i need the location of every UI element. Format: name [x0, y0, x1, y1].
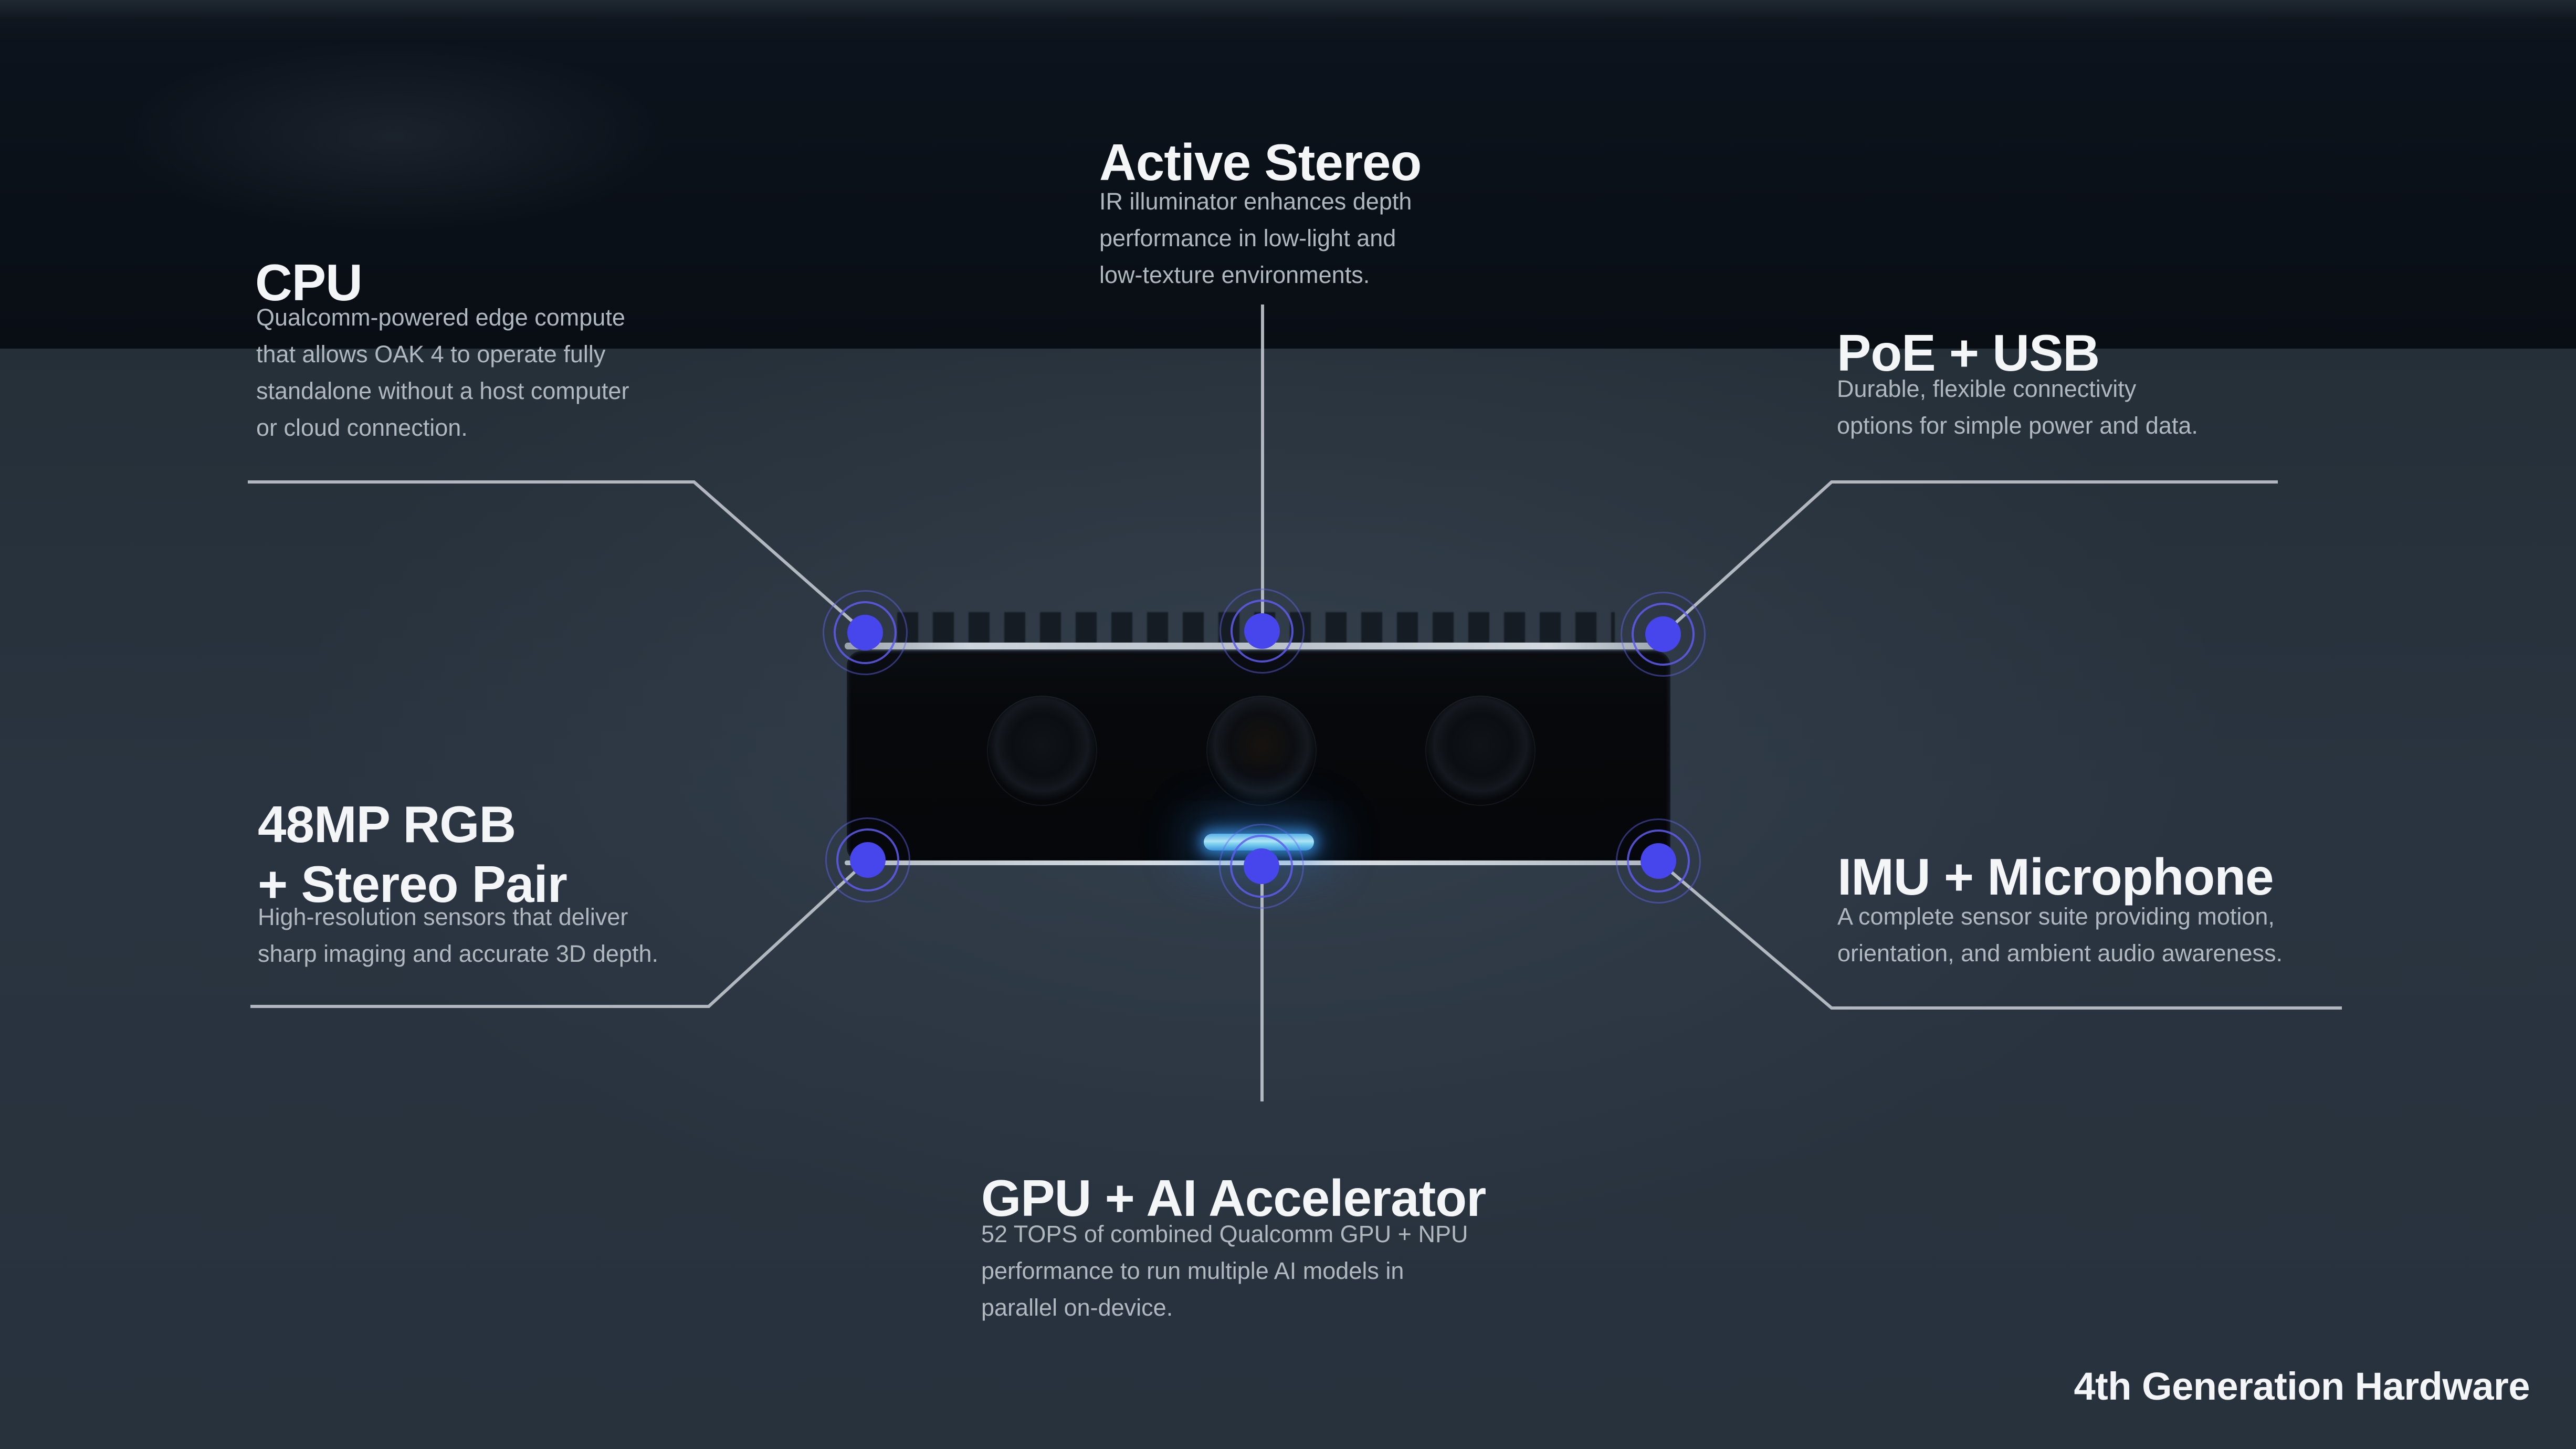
poe-usb-callout-line: [1662, 480, 2278, 636]
rgb-stereo-description: High-resolution sensors that deliver sha…: [258, 899, 658, 972]
hotspot-dot-icon: [850, 842, 886, 878]
right-stereo-camera-lens: [1425, 696, 1536, 806]
cpu-description: Qualcomm-powered edge compute that allow…: [256, 299, 629, 446]
rgb-stereo-title: 48MP RGB + Stereo Pair: [258, 794, 567, 914]
hotspot-dot-icon: [1244, 613, 1280, 649]
hotspot-dot-icon: [847, 615, 883, 650]
hotspot-outer-ring: [1219, 824, 1304, 909]
active-stereo-description-line: low-texture environments.: [1099, 261, 1370, 288]
poe-usb-description-line: options for simple power and data.: [1837, 412, 2198, 439]
cpu-description-line: that allows OAK 4 to operate fully: [256, 341, 606, 368]
hotspot-inner-ring: [1627, 830, 1690, 892]
rgb-stereo-callout-line: [250, 858, 869, 1008]
gpu-ai-description-line: performance to run multiple AI models in: [981, 1257, 1404, 1284]
device-glow: [0, 0, 787, 273]
device-front-panel: [847, 651, 1670, 862]
imu-mic-description: A complete sensor suite providing motion…: [1837, 898, 2283, 972]
left-stereo-camera-lens: [987, 696, 1097, 806]
cpu-description-line: standalone without a host computer: [256, 377, 629, 404]
hotspot-outer-ring: [1219, 589, 1305, 674]
hotspot-outer-ring: [825, 817, 910, 902]
cpu-callout-line: [248, 480, 866, 634]
active-stereo-title: Active Stereo: [1099, 133, 1422, 192]
hotspot-inner-ring: [1231, 600, 1294, 663]
imu-mic-description-line: orientation, and ambient audio awareness…: [1837, 940, 2283, 967]
rgb-stereo-description-line: High-resolution sensors that deliver: [258, 904, 628, 930]
hotspot-outer-ring: [1621, 592, 1706, 677]
center-rgb-camera-lens: [1206, 696, 1317, 806]
gpu-ai-description: 52 TOPS of combined Qualcomm GPU + NPU p…: [981, 1216, 1468, 1326]
hotspot-dot-icon: [1641, 843, 1676, 879]
hotspot-inner-ring: [836, 828, 899, 891]
cpu-description-line: Qualcomm-powered edge compute: [256, 304, 625, 331]
hotspot-inner-ring: [1230, 835, 1293, 898]
poe-usb-description-line: Durable, flexible connectivity: [1837, 375, 2137, 402]
rgb-stereo-title-line: 48MP RGB: [258, 795, 516, 854]
rgb-stereo-title-line: + Stereo Pair: [258, 855, 567, 914]
rgb-stereo-description-line: sharp imaging and accurate 3D depth.: [258, 940, 658, 967]
poe-usb-description: Durable, flexible connectivity options f…: [1837, 371, 2198, 444]
hotspot-inner-ring: [1632, 603, 1695, 666]
active-stereo-description: IR illuminator enhances depth performanc…: [1099, 183, 1412, 293]
active-stereo-description-line: performance in low-light and: [1099, 225, 1396, 251]
imu-mic-callout-line: [1657, 859, 2342, 1010]
gpu-ai-description-line: 52 TOPS of combined Qualcomm GPU + NPU: [981, 1221, 1468, 1247]
active-stereo-description-line: IR illuminator enhances depth: [1099, 188, 1412, 215]
imu-mic-title: IMU + Microphone: [1837, 848, 2274, 906]
gpu-ai-description-line: parallel on-device.: [981, 1294, 1173, 1321]
table-shadow-band: [0, 0, 2576, 349]
gpu-ai-title: GPU + AI Accelerator: [981, 1169, 1486, 1227]
imu-mic-description-line: A complete sensor suite providing motion…: [1837, 903, 2275, 930]
hotspot-dot-icon: [1645, 616, 1681, 652]
cpu-title: CPU: [255, 254, 363, 312]
hotspot-inner-ring: [834, 601, 897, 664]
cpu-description-line: or cloud connection.: [256, 414, 468, 441]
hotspot-outer-ring: [823, 590, 908, 675]
generation-caption: 4th Generation Hardware: [2074, 1364, 2530, 1408]
poe-usb-title: PoE + USB: [1837, 324, 2100, 382]
hotspot-outer-ring: [1616, 818, 1701, 904]
hotspot-dot-icon: [1244, 848, 1279, 884]
